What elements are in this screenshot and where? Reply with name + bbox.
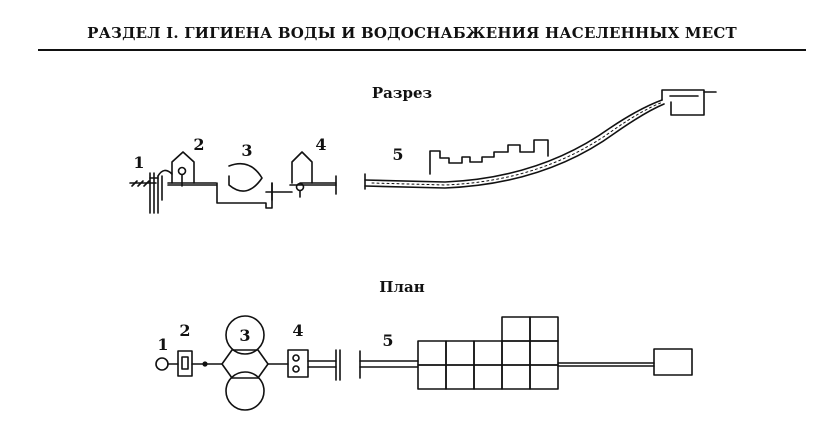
plan-reservoir xyxy=(653,348,693,376)
section-label-1: 1 xyxy=(133,153,144,172)
plan-view: План 1 2 3 xyxy=(155,278,693,411)
section-distribution-network xyxy=(364,89,717,190)
plan-label-5: 5 xyxy=(382,331,393,350)
section-label-3: 3 xyxy=(241,141,252,160)
plan-source-intake xyxy=(155,357,169,371)
header-rule xyxy=(38,49,806,51)
section-pump-station-2 xyxy=(289,151,337,198)
page-header-title: РАЗДЕЛ I. ГИГИЕНА ВОДЫ И ВОДОСНАБЖЕНИЯ Н… xyxy=(87,24,737,42)
section-view: Разрез 1 xyxy=(129,84,717,214)
section-label-4: 4 xyxy=(315,135,326,154)
plan-pump-station-2 xyxy=(287,349,309,378)
plan-pump-station-1 xyxy=(177,350,193,377)
section-source-intake xyxy=(129,169,173,214)
section-label-5: 5 xyxy=(392,145,403,164)
plan-view-title: План xyxy=(379,278,424,296)
section-view-title: Разрез xyxy=(372,84,432,102)
plan-label-2: 2 xyxy=(179,321,190,340)
plan-label-4: 4 xyxy=(292,321,303,340)
plan-city-blocks xyxy=(417,316,559,390)
section-label-2: 2 xyxy=(193,135,204,154)
plan-label-3: 3 xyxy=(239,326,250,345)
plan-label-1: 1 xyxy=(157,335,168,354)
section-treatment-facility xyxy=(216,162,293,209)
section-pump-station-1 xyxy=(167,151,217,187)
